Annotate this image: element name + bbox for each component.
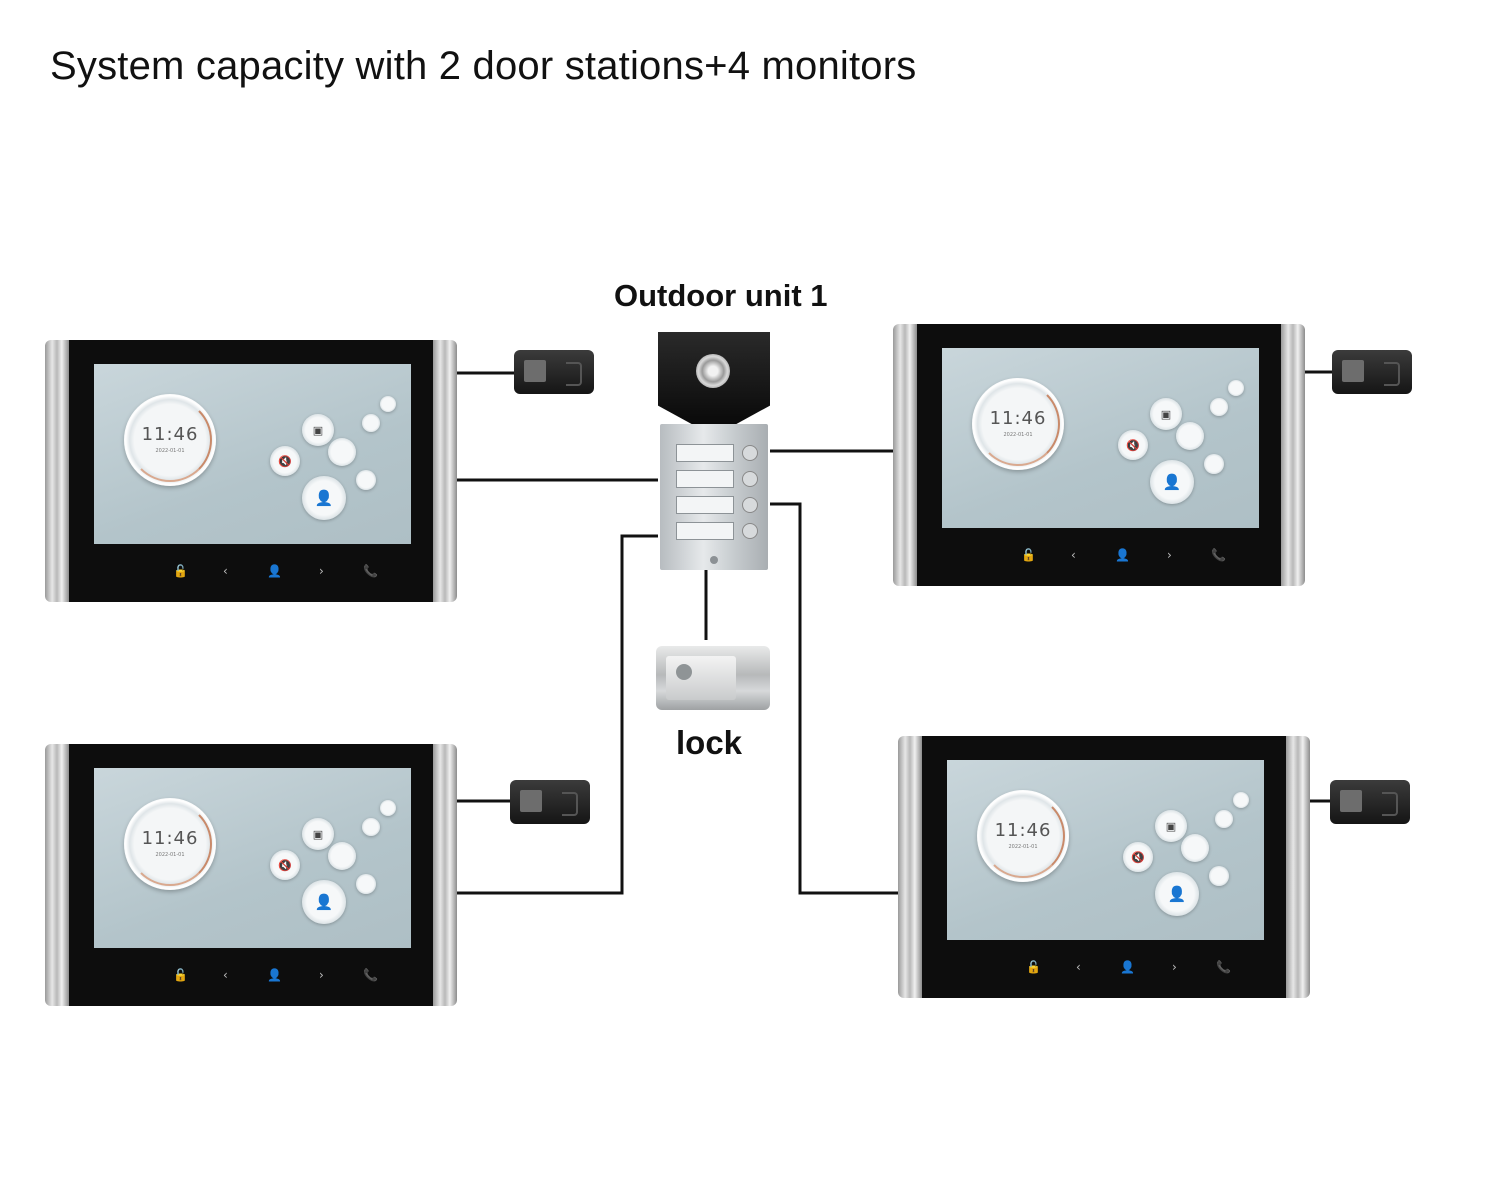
outdoor-unit — [658, 332, 770, 570]
clock-widget: 11:46 2022-01-01 — [124, 798, 216, 890]
memo-icon — [1204, 454, 1224, 474]
monitor-screen: 11:46 2022-01-01 ▣ 🔇 👤 — [94, 364, 411, 544]
person-icon: 👤 — [302, 476, 346, 520]
monitor-screen: 11:46 2022-01-01 ▣ 🔇 👤 — [94, 768, 411, 948]
name-slot — [676, 444, 734, 462]
video-icon: ▣ — [302, 818, 334, 850]
clock-date: 2022-01-01 — [1003, 432, 1033, 438]
monitor-icon[interactable]: 👤 — [1120, 960, 1135, 974]
softkey-bar: 🔓 ‹ 👤 › 📞 — [93, 564, 409, 580]
mute-icon: 🔇 — [1123, 842, 1153, 872]
video-icon: ▣ — [1155, 810, 1187, 842]
wifi-icon — [380, 396, 396, 412]
clock-date: 2022-01-01 — [155, 852, 185, 858]
blank-bubble-icon — [1181, 834, 1209, 862]
memo-icon — [356, 470, 376, 490]
indoor-monitor: 11:46 2022-01-01 ▣ 🔇 👤 🔓 ‹ 👤 › 📞 — [45, 744, 457, 1006]
video-icon: ▣ — [1150, 398, 1182, 430]
monitor-icon[interactable]: 👤 — [1115, 548, 1130, 562]
clock-time: 11:46 — [141, 424, 199, 445]
name-slot — [676, 522, 734, 540]
lock-knob-icon — [676, 664, 692, 680]
name-slot — [676, 496, 734, 514]
monitor-screen: 11:46 2022-01-01 ▣ 🔇 👤 — [942, 348, 1259, 528]
call-icon[interactable]: 📞 — [363, 564, 378, 578]
unlock-icon[interactable]: 🔓 — [173, 968, 188, 982]
speaker-icon — [710, 556, 718, 564]
clock-date: 2022-01-01 — [155, 448, 185, 454]
lock-label: lock — [676, 724, 743, 761]
clock-date: 2022-01-01 — [1008, 844, 1038, 850]
person-icon: 👤 — [1155, 872, 1199, 916]
electric-lock — [656, 646, 770, 710]
blank-bubble-icon — [328, 842, 356, 870]
wire-monitor-bottom-left — [457, 534, 658, 895]
indoor-monitor: 11:46 2022-01-01 ▣ 🔇 👤 🔓 ‹ 👤 › 📞 — [45, 340, 457, 602]
clock-widget: 11:46 2022-01-01 — [124, 394, 216, 486]
name-slot — [676, 470, 734, 488]
next-icon[interactable]: › — [319, 564, 324, 578]
call-button-icon[interactable] — [742, 523, 758, 539]
clock-widget: 11:46 2022-01-01 — [977, 790, 1069, 882]
unlock-icon[interactable]: 🔓 — [1026, 960, 1041, 974]
power-adapter — [1332, 350, 1412, 394]
clock-time: 11:46 — [989, 408, 1047, 429]
call-icon[interactable]: 📞 — [1216, 960, 1231, 974]
power-adapter — [514, 350, 594, 394]
wifi-icon — [1228, 380, 1244, 396]
camera-lens-icon — [696, 354, 730, 388]
unlock-icon[interactable]: 🔓 — [1021, 548, 1036, 562]
photo-icon — [1210, 398, 1228, 416]
indoor-monitor: 11:46 2022-01-01 ▣ 🔇 👤 🔓 ‹ 👤 › 📞 — [898, 736, 1310, 998]
call-button-icon[interactable] — [742, 471, 758, 487]
indoor-monitor: 11:46 2022-01-01 ▣ 🔇 👤 🔓 ‹ 👤 › 📞 — [893, 324, 1305, 586]
softkey-bar: 🔓 ‹ 👤 › 📞 — [93, 968, 409, 984]
person-icon: 👤 — [1150, 460, 1194, 504]
call-button-icon[interactable] — [742, 445, 758, 461]
next-icon[interactable]: › — [1172, 960, 1177, 974]
person-icon: 👤 — [302, 880, 346, 924]
blank-bubble-icon — [1176, 422, 1204, 450]
memo-icon — [1209, 866, 1229, 886]
photo-icon — [362, 818, 380, 836]
prev-icon[interactable]: ‹ — [1076, 960, 1081, 974]
power-adapter — [510, 780, 590, 824]
next-icon[interactable]: › — [319, 968, 324, 982]
power-adapter — [1330, 780, 1410, 824]
prev-icon[interactable]: ‹ — [223, 564, 228, 578]
prev-icon[interactable]: ‹ — [223, 968, 228, 982]
clock-time: 11:46 — [141, 828, 199, 849]
monitor-icon[interactable]: 👤 — [267, 564, 282, 578]
mute-icon: 🔇 — [270, 446, 300, 476]
photo-icon — [362, 414, 380, 432]
page-title: System capacity with 2 door stations+4 m… — [50, 44, 917, 88]
call-button-panel — [660, 424, 768, 570]
clock-widget: 11:46 2022-01-01 — [972, 378, 1064, 470]
video-icon: ▣ — [302, 414, 334, 446]
unlock-icon[interactable]: 🔓 — [173, 564, 188, 578]
photo-icon — [1215, 810, 1233, 828]
mute-icon: 🔇 — [270, 850, 300, 880]
blank-bubble-icon — [328, 438, 356, 466]
wifi-icon — [1233, 792, 1249, 808]
call-icon[interactable]: 📞 — [363, 968, 378, 982]
mute-icon: 🔇 — [1118, 430, 1148, 460]
prev-icon[interactable]: ‹ — [1071, 548, 1076, 562]
wire-monitor-bottom-right — [770, 502, 898, 895]
call-icon[interactable]: 📞 — [1211, 548, 1226, 562]
outdoor-unit-label: Outdoor unit 1 — [614, 278, 828, 313]
monitor-icon[interactable]: 👤 — [267, 968, 282, 982]
camera-head — [658, 332, 770, 424]
monitor-screen: 11:46 2022-01-01 ▣ 🔇 👤 — [947, 760, 1264, 940]
next-icon[interactable]: › — [1167, 548, 1172, 562]
call-button-icon[interactable] — [742, 497, 758, 513]
softkey-bar: 🔓 ‹ 👤 › 📞 — [946, 960, 1262, 976]
clock-time: 11:46 — [994, 820, 1052, 841]
wifi-icon — [380, 800, 396, 816]
softkey-bar: 🔓 ‹ 👤 › 📞 — [941, 548, 1257, 564]
memo-icon — [356, 874, 376, 894]
